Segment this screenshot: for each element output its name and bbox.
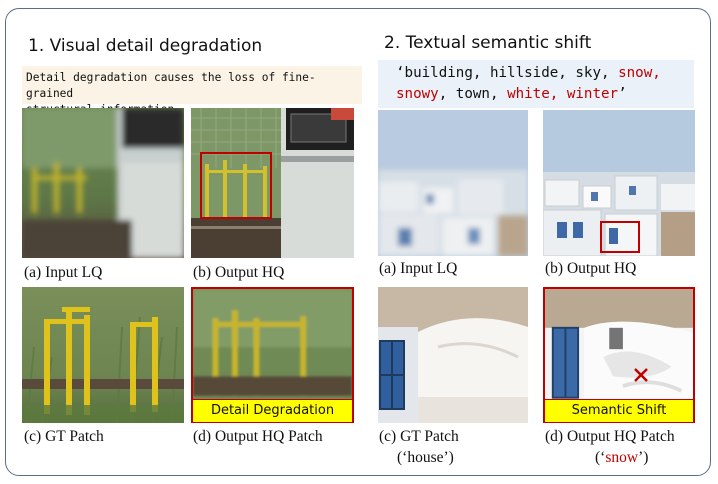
right-caption-c-sub: (‘house’) bbox=[397, 449, 454, 466]
right-gt-patch-image bbox=[378, 287, 528, 423]
keyword-snow: snow, bbox=[618, 65, 661, 81]
left-caption-c: (c) GT Patch bbox=[24, 428, 104, 445]
left-panel-description: Detail degradation causes the loss of fi… bbox=[22, 66, 362, 116]
left-caption-d: (d) Output HQ Patch bbox=[193, 428, 323, 445]
semantic-keywords: ‘building, hillside, sky, snow, snowy, t… bbox=[378, 60, 694, 108]
right-caption-d: (d) Output HQ Patch bbox=[545, 428, 675, 445]
keywords-plain-2: , town, bbox=[438, 86, 508, 102]
right-output-hq-image bbox=[543, 110, 695, 256]
figure-frame bbox=[5, 8, 711, 476]
description-line-1: Detail degradation causes the loss of fi… bbox=[26, 71, 316, 100]
keyword-white-winter: white, winter bbox=[507, 86, 619, 102]
keywords-line-2: snowy, town, white, winter’ bbox=[396, 84, 694, 105]
caption-d-word-snow: snow bbox=[605, 449, 639, 466]
right-panel-heading: 2. Textual semantic shift bbox=[384, 33, 592, 53]
left-input-lq-image bbox=[22, 108, 184, 258]
left-panel-heading: 1. Visual detail degradation bbox=[28, 36, 263, 56]
caption-d-open: (‘ bbox=[595, 449, 606, 466]
semantic-shift-banner: Semantic Shift bbox=[545, 399, 693, 422]
right-caption-a: (a) Input LQ bbox=[379, 260, 458, 277]
keywords-plain-1: ‘building, hillside, sky, bbox=[396, 65, 619, 81]
right-caption-b: (b) Output HQ bbox=[545, 260, 637, 277]
keyword-snowy: snowy bbox=[396, 86, 439, 102]
keywords-close-quote: ’ bbox=[618, 86, 627, 102]
right-caption-d-sub: (‘snow’) bbox=[595, 449, 648, 467]
left-caption-b: (b) Output HQ bbox=[193, 264, 285, 281]
caption-d-close: ’) bbox=[638, 449, 649, 466]
right-caption-c: (c) GT Patch bbox=[379, 428, 459, 445]
cross-mark-icon bbox=[634, 368, 648, 382]
left-caption-a: (a) Input LQ bbox=[24, 264, 103, 281]
detail-degradation-banner: Detail Degradation bbox=[193, 399, 352, 422]
keywords-line-1: ‘building, hillside, sky, snow, bbox=[396, 63, 694, 84]
left-output-hq-image bbox=[191, 108, 354, 258]
left-gt-patch-image bbox=[22, 287, 184, 423]
right-input-lq-image bbox=[378, 110, 528, 256]
